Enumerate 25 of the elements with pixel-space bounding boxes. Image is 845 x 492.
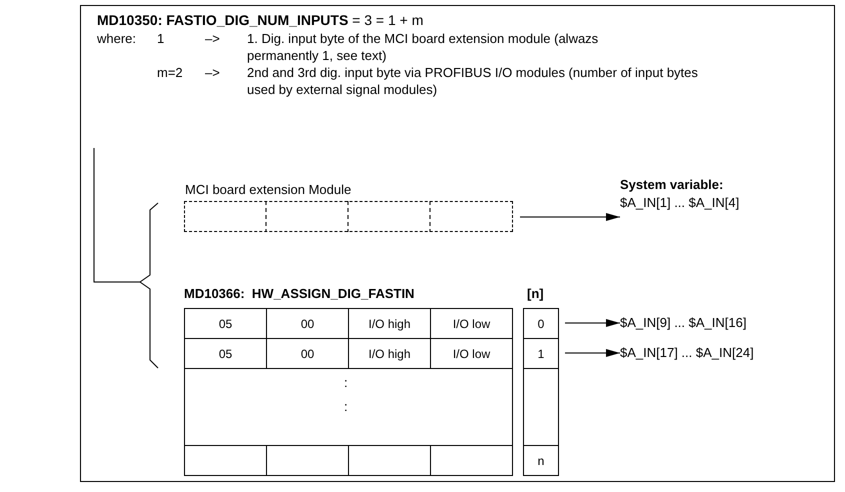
table-cell: I/O low — [430, 308, 513, 339]
arrow — [520, 213, 620, 221]
variable-text: $A_IN[9] ... $A_IN[16] — [620, 313, 746, 333]
index-title: [n] — [527, 285, 544, 302]
variable-text: $A_IN[1] ... $A_IN[4] — [620, 194, 740, 211]
ellipsis: : — [344, 374, 348, 392]
text: 1. Dig. input byte of the MCI board extension module (alwazs permanently 1, see text) — [247, 30, 600, 64]
text: –> — [205, 30, 220, 47]
text: –> — [205, 64, 220, 81]
table-cell: 05 — [184, 308, 267, 339]
text: where: — [97, 30, 136, 47]
table-cell: n — [523, 445, 559, 476]
index-cell: 0 — [523, 308, 559, 339]
arrow — [564, 319, 620, 327]
text: 2nd and 3rd dig. input byte via PROFIBUS I/O modules (number of input bytes used by external signal modules) — [247, 64, 699, 98]
text: 1 — [157, 30, 164, 47]
text: m=2 — [157, 64, 183, 81]
module-title: MCI board extension Module — [185, 181, 352, 198]
arrow — [564, 349, 620, 357]
ellipsis: : — [344, 398, 348, 416]
text: MD10350: FASTIO_DIG_NUM_INPUTS = 3 = 1 + m — [97, 12, 424, 29]
heading: System variable: — [620, 176, 724, 193]
index-cell: 1 — [523, 338, 559, 369]
variable-text: $A_IN[17] ... $A_IN[24] — [620, 343, 754, 363]
table-title: MD10366: HW_ASSIGN_DIG_FASTIN — [184, 285, 414, 302]
